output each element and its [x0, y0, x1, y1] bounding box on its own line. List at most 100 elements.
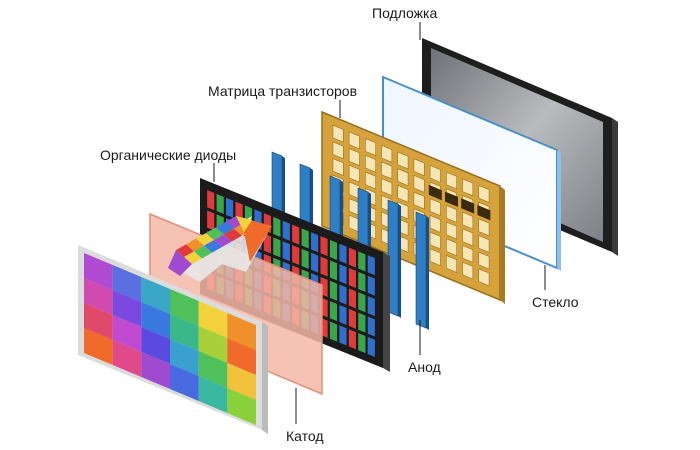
leader-lines — [213, 22, 546, 424]
front-color-cell — [227, 363, 256, 400]
diode-subpixel — [339, 264, 347, 285]
anode-strip-side — [398, 204, 401, 318]
diode-subpixel — [358, 333, 366, 354]
transistor-cell — [429, 164, 441, 183]
transistor-cell — [478, 218, 490, 237]
diode-subpixel — [292, 244, 300, 266]
cathode-label: Катод — [286, 428, 324, 444]
front-color-cell — [84, 253, 113, 290]
diode-subpixel — [329, 239, 338, 260]
transistor-cell — [462, 228, 474, 247]
transistor-cell — [478, 251, 490, 270]
front-color-cell — [170, 364, 199, 401]
diode-subpixel — [348, 288, 356, 309]
transistor-bus — [428, 184, 442, 201]
transistor-cell — [429, 214, 441, 233]
diode-subpixel — [339, 243, 347, 264]
diode-subpixel — [329, 301, 338, 322]
front-color-cell — [227, 313, 256, 350]
diode-subpixel — [348, 267, 356, 289]
diode-subpixel — [348, 329, 356, 350]
diode-subpixel — [207, 210, 215, 231]
front-color-cell — [141, 302, 170, 339]
substrate-label: Подложка — [372, 5, 437, 21]
front-color-cell — [112, 340, 142, 377]
diode-subpixel — [339, 304, 347, 326]
arrow-cell — [186, 238, 204, 252]
transistor-cell — [332, 158, 344, 176]
transistor-cell — [397, 168, 409, 187]
front-color-cell — [141, 277, 170, 314]
transistor-cell — [429, 231, 441, 250]
transistor-cell — [365, 138, 376, 157]
transistor-bus — [445, 191, 458, 207]
transistor-cell — [332, 141, 344, 160]
transistor-cell — [348, 164, 360, 183]
diode-subpixel — [367, 275, 375, 296]
transistor-cell — [413, 191, 425, 210]
transistor-cell — [348, 131, 360, 150]
transistor-cell — [332, 124, 344, 143]
transistor-cell — [397, 151, 409, 170]
glass-label: Стекло — [532, 294, 579, 310]
organic-diodes-label: Органические диоды — [100, 147, 236, 163]
arrow-cell — [184, 251, 202, 264]
anode-strip — [415, 211, 427, 329]
transistor-cell — [446, 204, 457, 223]
front-color-cell — [198, 301, 228, 338]
transistor-cell — [446, 171, 457, 190]
front-color-cell — [227, 388, 256, 425]
front-color-cell — [198, 376, 228, 413]
arrow-cell — [204, 240, 222, 253]
transistor-cell — [462, 245, 474, 263]
front-color-cell — [84, 303, 113, 340]
transistor-cell — [413, 158, 425, 177]
arrow-head-tip — [236, 216, 252, 232]
diode-subpixel — [263, 233, 271, 254]
transistor-bus — [477, 204, 491, 221]
diode-subpixel — [339, 284, 347, 305]
front-color-cell — [141, 327, 170, 364]
front-display-layer — [78, 245, 268, 434]
transistor-cell — [381, 161, 393, 180]
diode-subpixel — [207, 190, 215, 211]
transistor-cell — [397, 184, 409, 203]
transistor-matrix-label: Матрица транзисторов — [208, 83, 357, 99]
arrow-cell — [216, 221, 234, 235]
arrow-tail — [168, 250, 192, 276]
diode-subpixel — [273, 216, 281, 237]
diode-subpixel — [301, 228, 309, 249]
diode-subpixel — [348, 247, 356, 268]
arrow-cell — [206, 227, 224, 240]
front-color-grid — [84, 253, 256, 425]
diode-subpixel — [311, 232, 319, 253]
rainbow-arrow-icon — [168, 216, 272, 282]
diode-subpixel — [358, 251, 366, 272]
transistor-bus — [461, 198, 475, 214]
diode-subpixel — [320, 256, 328, 277]
diode-subpixel — [348, 308, 356, 329]
transistor-cell — [478, 235, 490, 253]
diode-subpixel — [367, 255, 375, 276]
diode-subpixel — [358, 271, 366, 292]
front-color-cell — [141, 352, 170, 389]
front-color-cell — [84, 278, 113, 315]
diode-subpixel — [367, 296, 375, 317]
transistor-cell — [446, 221, 457, 240]
front-color-cell — [112, 315, 142, 352]
transistor-cell — [365, 154, 376, 173]
transistor-cell — [462, 178, 474, 197]
arrow-cell — [196, 233, 214, 246]
diode-subpixel — [329, 260, 338, 281]
front-color-cell — [170, 289, 199, 326]
transistor-cell — [462, 261, 474, 280]
transistor-cell — [381, 144, 393, 163]
front-color-cell — [227, 338, 256, 375]
transistor-cell — [413, 174, 425, 193]
arrow-cell — [224, 228, 242, 242]
transistor-cell — [348, 148, 360, 166]
arrow-cell — [176, 244, 194, 257]
transistor-cell — [446, 254, 457, 273]
diode-subpixel — [329, 321, 338, 342]
transistor-cell — [462, 211, 474, 230]
